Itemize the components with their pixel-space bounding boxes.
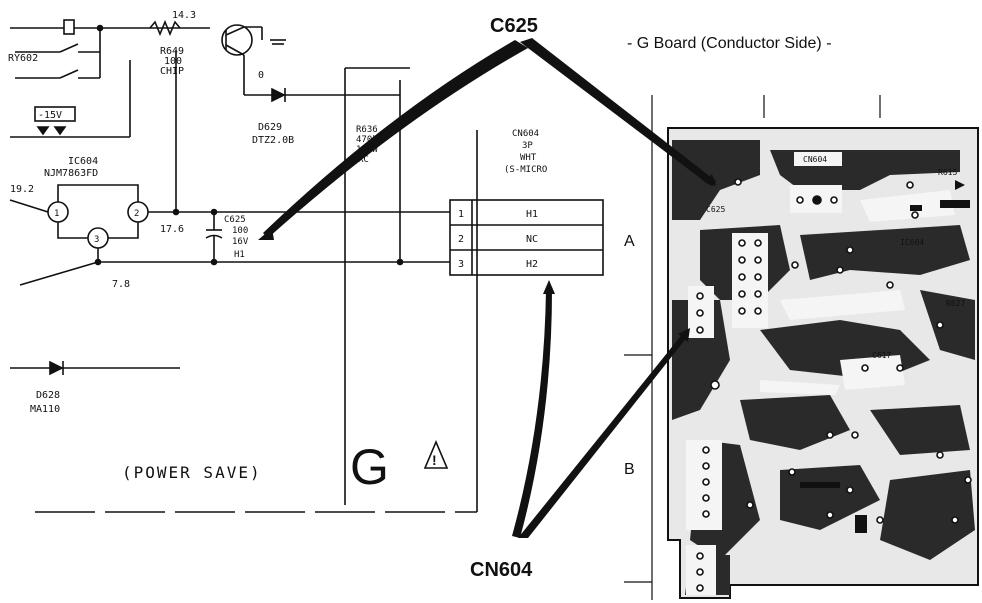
pcb-board: - G Board (Conductor Side) - A B <box>624 35 979 600</box>
board-title: - G Board (Conductor Side) - <box>627 35 832 52</box>
cn604-pin-1-num: 1 <box>458 209 464 220</box>
r636-type: RC <box>358 155 369 165</box>
ic-pin-2: 2 <box>134 209 139 219</box>
cn604-callout-label: CN604 <box>470 559 533 581</box>
vin-label: 19.2 <box>10 184 34 195</box>
row-b-label: B <box>624 461 635 478</box>
row-a-label: A <box>624 233 635 250</box>
cn604-pin-3-num: 3 <box>458 259 464 270</box>
r649-type: CHIP <box>160 66 184 77</box>
c625-arrow-board <box>520 38 712 184</box>
q-voltage-label: 14.3 <box>172 10 196 21</box>
c625-type: H1 <box>234 250 245 260</box>
schematic-labels: RY602 -15V 14.3 R649 100 CHIP 0 D629 DTZ… <box>8 10 547 495</box>
c625-callout-label: C625 <box>490 15 538 37</box>
r636-value: 470k <box>356 135 378 145</box>
cn604-schem-pins: 3P <box>522 141 533 151</box>
c625-value: 100 <box>232 226 248 236</box>
c625-arrowhead-schematic <box>258 228 274 240</box>
pcb-c625-label: C625 <box>706 205 725 214</box>
neg15v-label: -15V <box>38 110 62 121</box>
d629-name: D629 <box>258 122 282 133</box>
cn604-arrow-board <box>518 332 688 538</box>
ic604-part: NJM7863FD <box>44 168 98 179</box>
d629-part: DTZ2.0B <box>252 135 294 146</box>
q-base-voltage: 0 <box>258 70 264 81</box>
callout-arrows <box>258 38 716 538</box>
schematic-wiring <box>9 19 604 513</box>
cn604-pin-2-num: 2 <box>458 234 464 245</box>
c625-arrowhead-board <box>704 174 716 186</box>
power-save-label: (POWER SAVE) <box>122 463 262 482</box>
ic-pin-1: 1 <box>54 209 59 219</box>
cn604-pin-2-sig: NC <box>526 234 538 245</box>
warning-mark: ! <box>432 452 437 468</box>
cn604-pin-3-sig: H2 <box>526 259 538 270</box>
cn604-schem-name: CN604 <box>512 129 539 139</box>
c625-voltage: 16V <box>232 237 249 247</box>
board-letter: G <box>350 439 389 495</box>
cn604-arrowhead-board <box>678 328 690 342</box>
r649-value: 100 <box>164 56 182 67</box>
cn604-arrow-schematic <box>512 290 552 538</box>
c625-arrow-schematic <box>263 40 528 238</box>
pcb-r615-label: R615 <box>938 168 957 177</box>
pcb-c617-label: C617 <box>872 351 891 360</box>
vpin2-label: 17.6 <box>160 224 184 235</box>
ry602-label: RY602 <box>8 53 38 64</box>
cn604-arrowhead-schematic <box>543 280 555 294</box>
ic-pin-3: 3 <box>94 235 99 245</box>
r636-name: R636 <box>356 125 378 135</box>
pcb-r627-label: R627 <box>946 299 965 308</box>
d628-part: MA110 <box>30 404 60 415</box>
r649-name: R649 <box>160 46 184 57</box>
ic604-name: IC604 <box>68 156 98 167</box>
pcb-cn604-label: CN604 <box>803 155 827 164</box>
cn604-schem-color: WHT <box>520 153 537 163</box>
pcb-ic604-label: IC604 <box>900 238 924 247</box>
c625-name: C625 <box>224 215 246 225</box>
cn604-pin-1-sig: H1 <box>526 209 538 220</box>
vpin3-label: 7.8 <box>112 279 130 290</box>
cn604-schem-type: (S-MICRO <box>504 165 547 175</box>
d628-name: D628 <box>36 390 60 401</box>
